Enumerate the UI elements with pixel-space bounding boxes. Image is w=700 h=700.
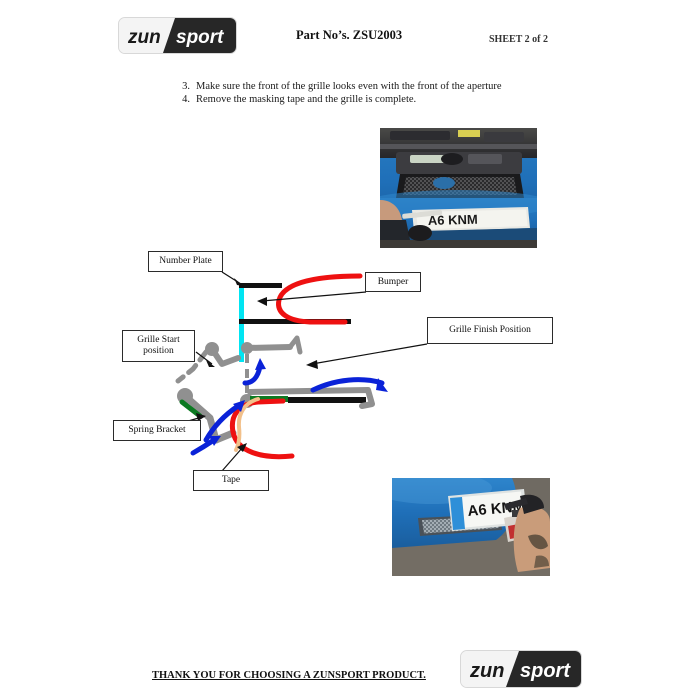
- bumper-profile-lower: [229, 398, 295, 460]
- motion-arrow-upper: [242, 363, 263, 386]
- leader-arrow-grille-finish: [306, 360, 318, 369]
- leader-arrow-tape: [237, 443, 247, 452]
- grille-bracket-upper-arm: [243, 344, 293, 351]
- logo-text-zun: zun: [469, 660, 504, 682]
- callout-bumper-label: Bumper: [377, 276, 409, 287]
- callout-tape-label: Tape: [221, 475, 241, 485]
- logo-text-sport: sport: [176, 27, 224, 48]
- motion-arrow-bottom-left-head: [209, 436, 221, 446]
- logo-text-sport: sport: [520, 660, 571, 682]
- instruction-text: Remove the masking tape and the grille i…: [196, 94, 417, 105]
- grille-green-section: [250, 396, 288, 402]
- callout-tape: Tape: [193, 470, 269, 491]
- zunsport-logo-footer-svg: zun sport: [461, 651, 581, 687]
- motion-arrow-bottom-left: [190, 437, 217, 456]
- motion-arrow-lower-left: [203, 403, 241, 443]
- leader-arrow-grille-start: [206, 360, 215, 367]
- page-title: Part No’s. ZSU2003: [296, 28, 403, 42]
- bumper-rail-bottom: [239, 319, 351, 324]
- leader-arrow-number-plate: [234, 278, 243, 286]
- callout-grille-finish-position: Grille Finish Position: [427, 317, 553, 344]
- callout-grille-start-position: Grille Start position: [122, 330, 195, 362]
- grille-black-section: [288, 397, 366, 403]
- leader-arrow-bumper: [257, 297, 267, 306]
- spring-bracket-pivot: [177, 388, 193, 404]
- instruction-item: 4. Remove the masking tape and the grill…: [175, 93, 575, 106]
- logo-text-zun: zun: [127, 27, 161, 48]
- grille-outer-frame: [247, 387, 375, 409]
- grille-bracket-upper-hook: [287, 335, 303, 355]
- bumper-rail-top: [239, 283, 282, 288]
- sheet-number-label: SHEET 2 of 2: [489, 34, 548, 45]
- spring-bracket-green-tip: [179, 399, 203, 419]
- callout-number-plate-label: Number Plate: [159, 256, 212, 266]
- leader-line-number-plate: [221, 271, 242, 285]
- motion-arrow-upper-head: [255, 358, 266, 370]
- grille-start-arm: [209, 346, 241, 367]
- zunsport-logo-header: zun sport: [118, 17, 237, 54]
- spring-bracket-foot: [212, 429, 237, 444]
- zunsport-logo-header-svg: zun sport: [119, 18, 236, 53]
- number-plate-part: [239, 283, 244, 362]
- instruction-text: Make sure the front of the grille looks …: [196, 81, 502, 92]
- photo-grille-front-view-svg: A6 KNM: [380, 128, 537, 248]
- leader-line-tape: [221, 446, 244, 472]
- callout-bumper: Bumper: [365, 272, 421, 292]
- instruction-number: 3.: [182, 81, 190, 92]
- callout-spring-bracket: Spring Bracket: [113, 420, 201, 441]
- callout-spring-bracket-label: Spring Bracket: [128, 425, 186, 435]
- svg-text:A6 KNM: A6 KNM: [428, 212, 478, 228]
- grille-pivot-upper: [241, 342, 253, 354]
- masking-tape: [234, 397, 260, 452]
- instruction-number: 4.: [182, 94, 190, 105]
- callout-number-plate: Number Plate: [148, 251, 223, 272]
- grille-start-pivot: [205, 342, 219, 356]
- photo-number-plate-fitting: A6 KNM: [392, 478, 550, 576]
- bumper-profile-upper: [276, 273, 363, 325]
- motion-arrow-right-head: [376, 378, 388, 392]
- leader-line-grille-finish: [311, 343, 428, 365]
- callout-grille-start-position-label: Grille Start position: [137, 335, 180, 356]
- footer-thank-you-text: THANK YOU FOR CHOOSING A ZUNSPORT PRODUC…: [152, 670, 426, 681]
- photo-number-plate-fitting-svg: A6 KNM: [392, 478, 550, 576]
- photo-grille-front-view: A6 KNM: [380, 128, 537, 248]
- callout-grille-finish-position-label: Grille Finish Position: [449, 325, 531, 335]
- zunsport-logo-footer: zun sport: [460, 650, 582, 688]
- grille-finish-pivot: [240, 394, 254, 408]
- leader-line-bumper: [261, 291, 367, 302]
- instruction-item: 3. Make sure the front of the grille loo…: [175, 80, 575, 93]
- motion-arrow-right: [310, 377, 385, 393]
- instruction-list: 3. Make sure the front of the grille loo…: [175, 80, 575, 106]
- motion-arrow-lower-left-head: [233, 400, 245, 412]
- leader-line-grille-start: [195, 351, 213, 365]
